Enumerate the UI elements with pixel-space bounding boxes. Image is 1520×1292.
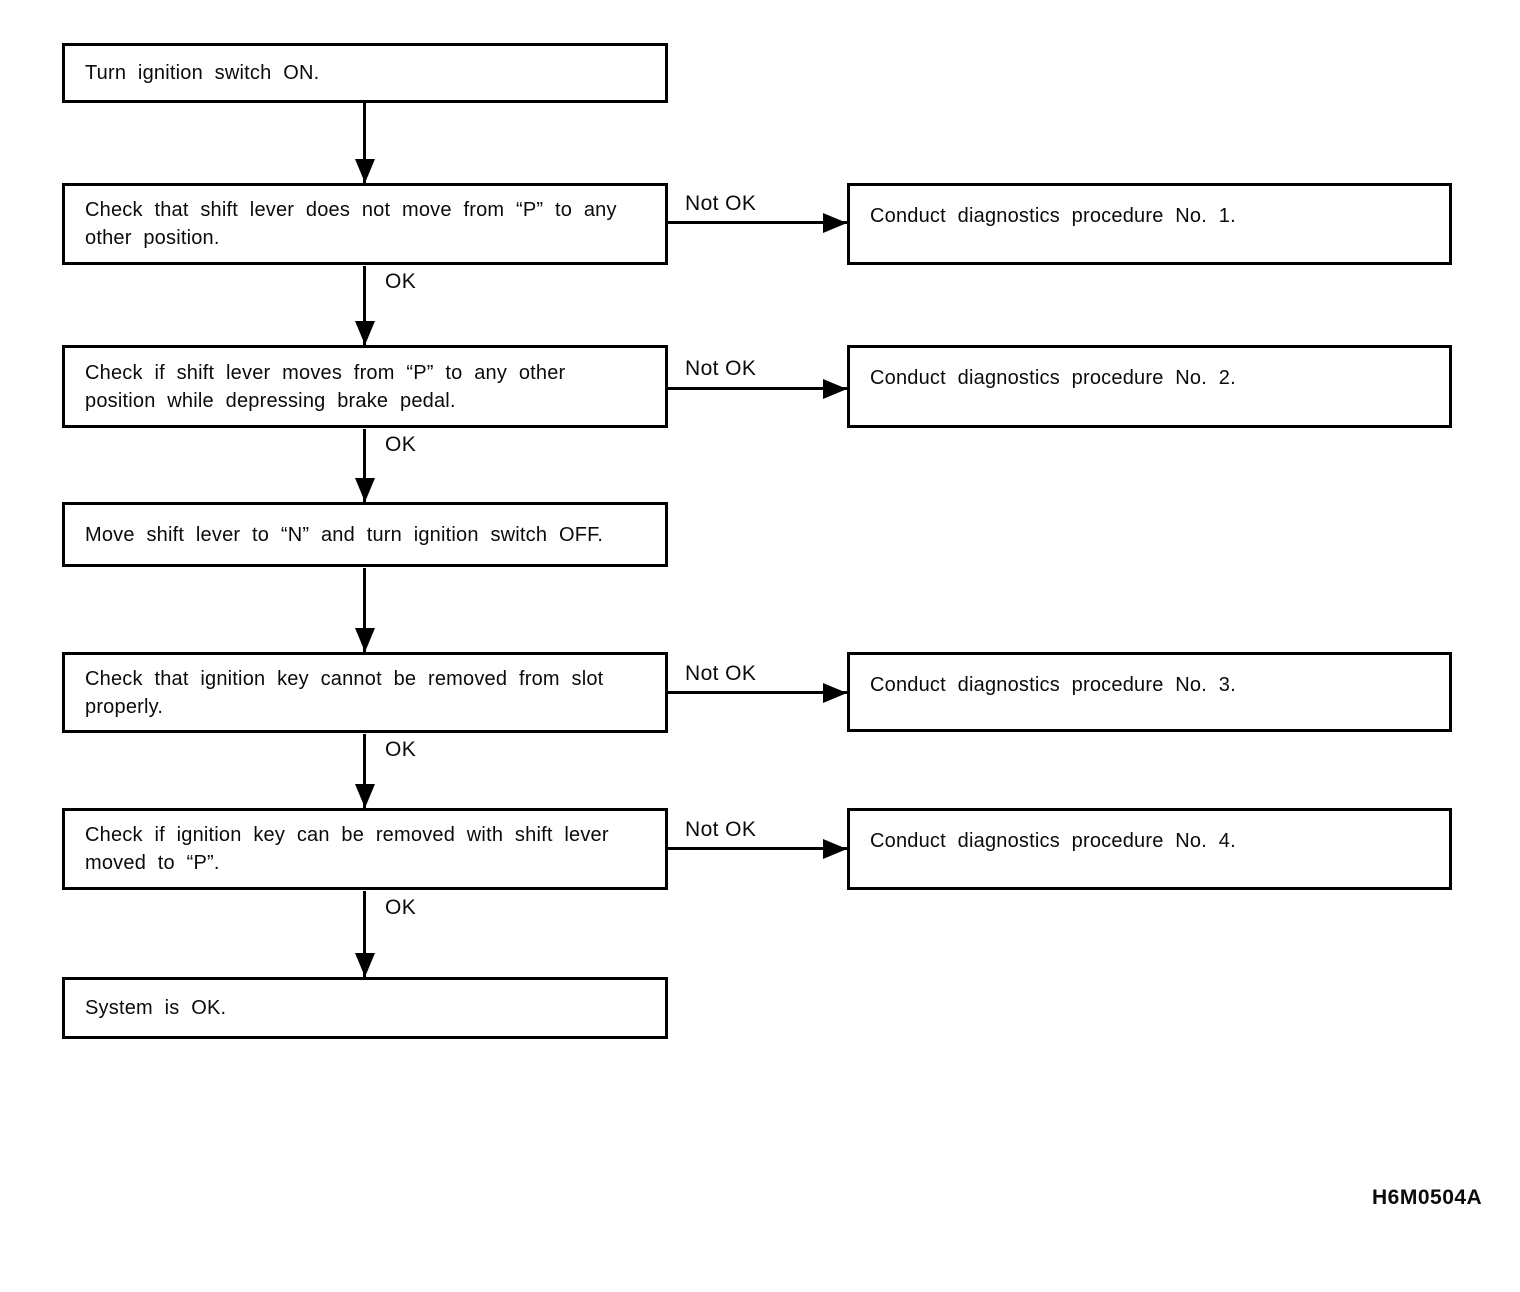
ok-label: OK <box>385 270 417 293</box>
ok-label: OK <box>385 896 417 919</box>
flow-box-step-3: Check if shift lever moves from “P” to a… <box>62 345 668 428</box>
ok-label: OK <box>385 738 417 761</box>
arrow-right-icon <box>668 212 847 233</box>
flow-box-step-4: Move shift lever to “N” and turn ignitio… <box>62 502 668 567</box>
not-ok-label: Not OK <box>685 192 757 215</box>
arrow-down-icon <box>354 429 375 502</box>
flow-box-procedure-3: Conduct diagnostics procedure No. 3. <box>847 652 1452 732</box>
not-ok-label: Not OK <box>685 818 757 841</box>
flow-box-procedure-1: Conduct diagnostics procedure No. 1. <box>847 183 1452 265</box>
arrow-right-icon <box>668 682 847 703</box>
flow-box-step-2: Check that shift lever does not move fro… <box>62 183 668 265</box>
arrow-down-icon <box>354 891 375 977</box>
arrow-down-icon <box>354 103 375 183</box>
not-ok-label: Not OK <box>685 357 757 380</box>
ok-label: OK <box>385 433 417 456</box>
figure-code: H6M0504A <box>1372 1186 1483 1209</box>
arrow-down-icon <box>354 734 375 808</box>
flow-box-procedure-4: Conduct diagnostics procedure No. 4. <box>847 808 1452 890</box>
flow-box-procedure-2: Conduct diagnostics procedure No. 2. <box>847 345 1452 428</box>
flow-box-step-1: Turn ignition switch ON. <box>62 43 668 103</box>
arrow-right-icon <box>668 378 847 399</box>
flow-box-step-5: Check that ignition key cannot be remove… <box>62 652 668 733</box>
arrow-right-icon <box>668 838 847 859</box>
arrow-down-icon <box>354 266 375 345</box>
flow-box-step-6: Check if ignition key can be removed wit… <box>62 808 668 890</box>
not-ok-label: Not OK <box>685 662 757 685</box>
flow-box-result: System is OK. <box>62 977 668 1039</box>
arrow-down-icon <box>354 568 375 652</box>
